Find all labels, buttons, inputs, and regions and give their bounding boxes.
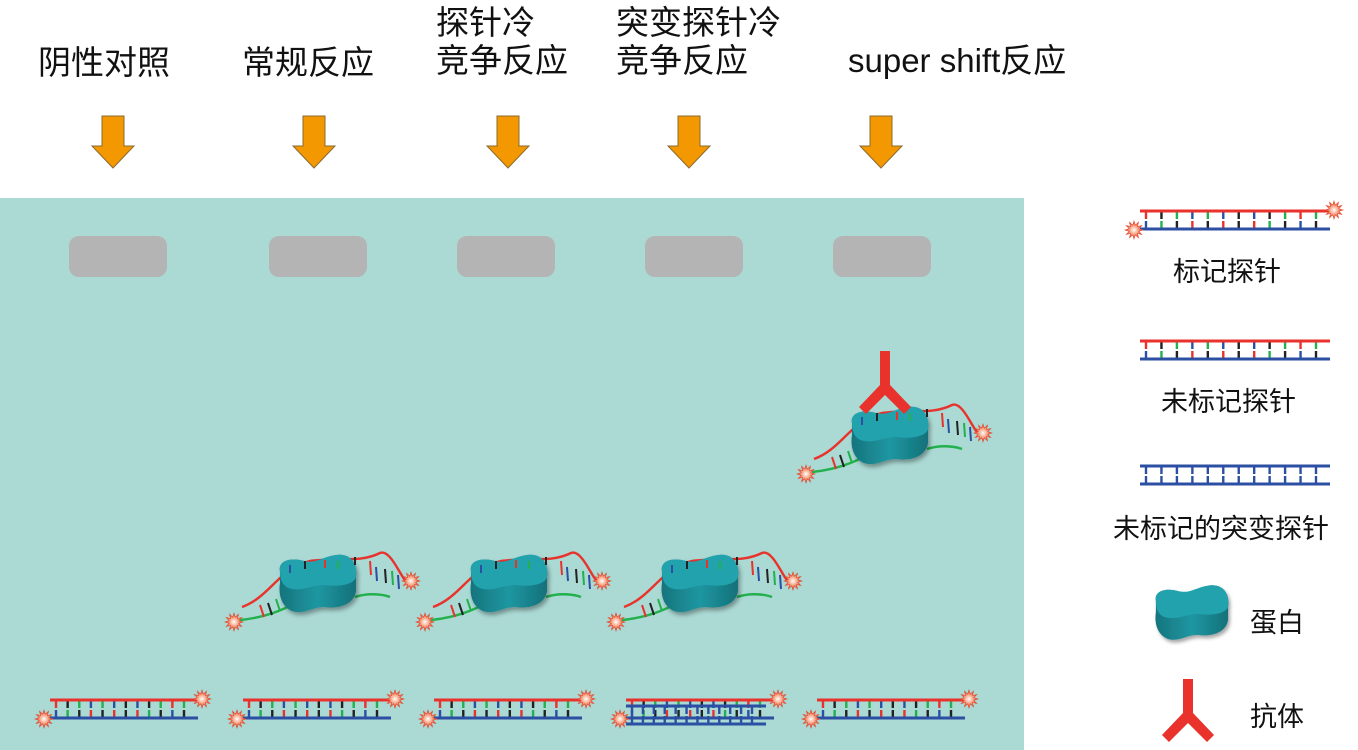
lane-title-cold-competition: 探针冷 竞争反应 [436, 3, 568, 80]
label-star-icon [1123, 219, 1145, 241]
antibody-icon [859, 351, 911, 414]
label-star-icon [1323, 199, 1345, 221]
label-star-icon [800, 708, 822, 730]
label-star-icon [591, 570, 613, 592]
base-pair [773, 570, 776, 586]
base-pair [956, 420, 959, 436]
legend-label-labeled-probe: 标记探针 [1173, 257, 1281, 288]
down-arrow-icon [666, 115, 712, 169]
mutant-probe-band [626, 704, 766, 726]
base-pair [275, 598, 281, 612]
gel-well [833, 236, 931, 277]
base-pair [963, 422, 966, 438]
down-arrow-icon [90, 115, 136, 169]
gel-well [645, 236, 743, 277]
protein-dna-complex [223, 551, 422, 633]
lane-title-supershift: super shift反应 [848, 42, 1067, 79]
base-pair [839, 454, 845, 468]
labeled-probe-band [800, 688, 980, 730]
base-pair [375, 566, 378, 582]
antibody-icon [1162, 679, 1214, 742]
base-pair [384, 568, 387, 584]
antibody-shape [859, 351, 911, 414]
base-pair [560, 560, 563, 576]
label-star-icon [417, 708, 439, 730]
label-star-icon [575, 688, 597, 710]
base-pair [458, 602, 464, 616]
base-pair [369, 560, 372, 576]
base-pair [259, 604, 265, 618]
base-pair [831, 456, 837, 470]
legend-label-protein: 蛋白 [1250, 608, 1304, 639]
legend-unlabeled-probe [1140, 339, 1330, 361]
base-pair [766, 568, 769, 584]
base-pair [466, 598, 472, 612]
label-star-icon [609, 708, 631, 730]
base-pair [575, 568, 578, 584]
base-pair [450, 604, 456, 618]
base-pair [582, 570, 585, 586]
down-arrow-icon [858, 115, 904, 169]
label-star-icon [223, 611, 245, 633]
label-star-icon [414, 611, 436, 633]
label-star-icon [795, 463, 817, 485]
protein-icon [279, 554, 357, 613]
labeled-probe-band [226, 688, 406, 730]
label-star-icon [972, 422, 994, 444]
base-pair [588, 574, 591, 590]
legend-label-unlabeled-probe: 未标记探针 [1161, 387, 1296, 418]
base-pair [267, 602, 273, 616]
lane-title-standard-reaction: 常规反应 [242, 43, 374, 82]
base-pair [657, 598, 663, 612]
lane-title-negative-control: 阴性对照 [38, 43, 170, 82]
label-star-icon [191, 688, 213, 710]
down-arrow-icon [485, 115, 531, 169]
label-star-icon [767, 688, 789, 710]
protein-top [1155, 585, 1229, 619]
base-pair [847, 450, 853, 464]
lane-title-mutant-cold-competition: 突变探针冷 竞争反应 [616, 3, 781, 80]
base-pair [757, 566, 760, 582]
label-star-icon [605, 611, 627, 633]
labeled-probe-band [33, 688, 213, 730]
label-star-icon [226, 708, 248, 730]
base-pair [397, 574, 400, 590]
label-star-icon [782, 570, 804, 592]
base-pair [641, 604, 647, 618]
legend-label-unlabeled-mutant-probe: 未标记的突变探针 [1113, 514, 1329, 545]
base-pair [969, 426, 972, 442]
labeled-probe-band [417, 688, 597, 730]
base-pair [947, 418, 950, 434]
gel-well [457, 236, 555, 277]
label-star-icon [958, 688, 980, 710]
gel-background [0, 198, 1024, 750]
base-pair [751, 560, 754, 576]
base-pair [779, 574, 782, 590]
label-star-icon [400, 570, 422, 592]
supershift-complex [795, 351, 994, 485]
protein-dna-complex [605, 551, 804, 633]
base-pair [941, 412, 944, 428]
base-pair [649, 602, 655, 616]
protein-icon [1155, 585, 1229, 640]
label-star-icon [384, 688, 406, 710]
legend-label-antibody: 抗体 [1250, 702, 1304, 733]
legend-mutant-probe [1140, 464, 1330, 486]
protein-dna-complex [414, 551, 613, 633]
gel-well [269, 236, 367, 277]
down-arrow-icon [291, 115, 337, 169]
label-star-icon [33, 708, 55, 730]
base-pair [391, 570, 394, 586]
legend-labeled-probe [1123, 199, 1345, 241]
antibody-shape [1162, 679, 1214, 742]
base-pair [566, 566, 569, 582]
gel-well [69, 236, 167, 277]
